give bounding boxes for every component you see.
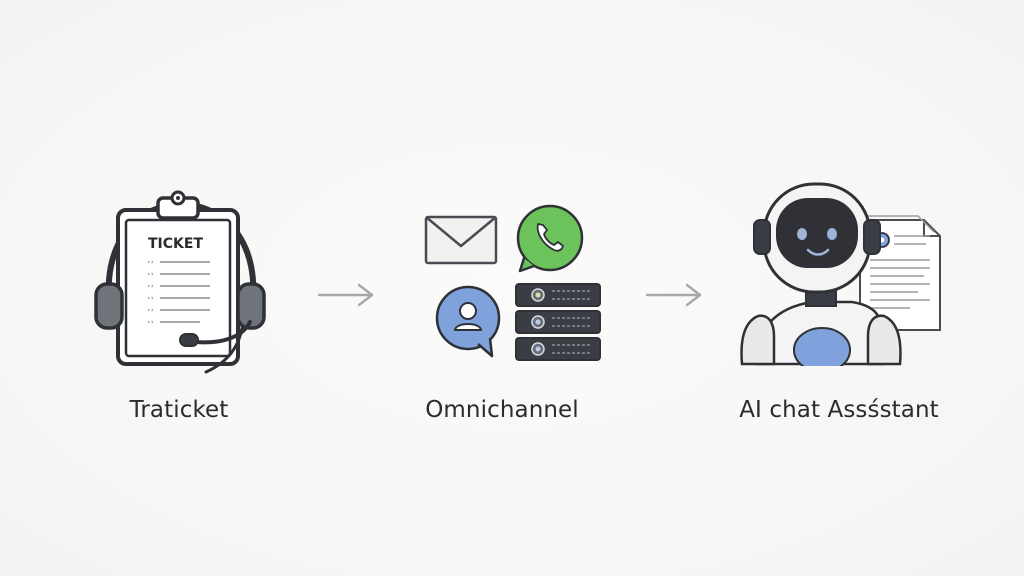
step-label-omnichannel: Omnichannel	[425, 397, 579, 423]
server-rack-icon	[515, 283, 601, 361]
channels-servers-icon	[424, 204, 601, 361]
whatsapp-icon	[516, 204, 584, 273]
user-chat-icon	[435, 285, 501, 358]
step-label-traticket: Traticket	[129, 397, 229, 423]
arrow-right-icon	[645, 283, 702, 307]
clipboard-headset-icon: TICKET	[94, 190, 266, 374]
arrow-right-icon	[317, 283, 374, 307]
step-label-ai-chat-assistant: AI chat Assśstant	[739, 397, 939, 423]
ticket-title: TICKET	[148, 236, 203, 252]
envelope-icon	[424, 215, 498, 265]
robot-document-icon	[740, 182, 941, 366]
robot-icon	[740, 182, 902, 366]
